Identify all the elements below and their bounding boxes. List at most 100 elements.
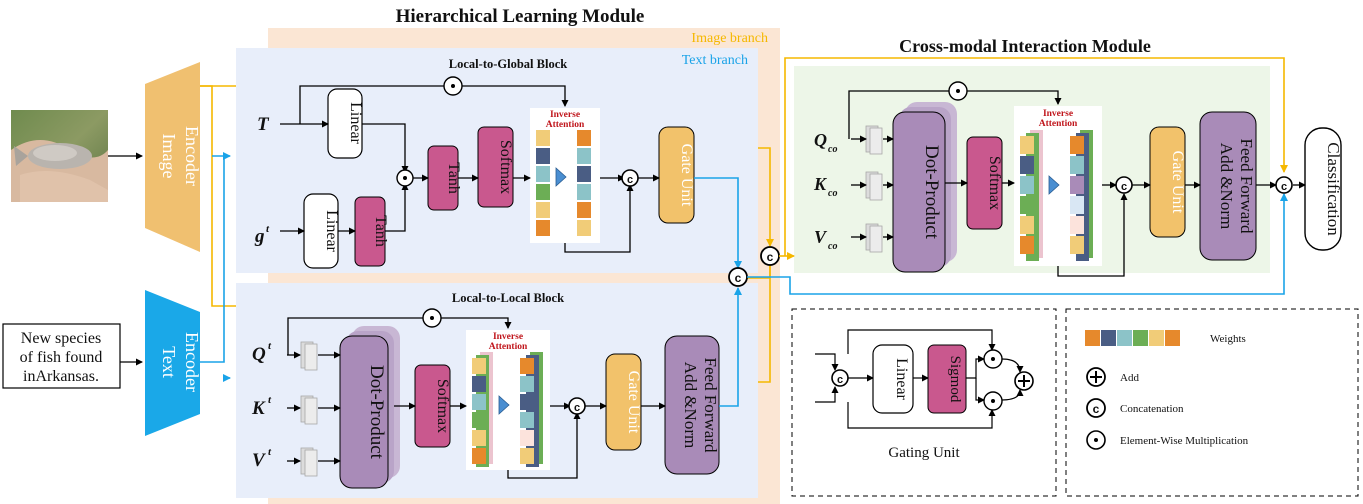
svg-text:Softmax: Softmax xyxy=(986,156,1003,210)
svg-text:Attention: Attention xyxy=(1039,119,1078,129)
dot-product-l2l: Dot-Product xyxy=(339,326,400,489)
svg-text:Inverse: Inverse xyxy=(493,332,523,342)
svg-text:Softmax: Softmax xyxy=(434,379,451,433)
cross-modal-title: Cross-modal Interaction Module xyxy=(899,36,1151,56)
symbol-K-t: K t xyxy=(251,394,272,419)
projection-boxes-co xyxy=(865,125,883,253)
symbol-Q-co: Q co xyxy=(814,130,837,155)
svg-text:K: K xyxy=(251,398,266,419)
svg-text:Add &Norm: Add &Norm xyxy=(1217,143,1236,229)
softmax-box-co: Softmax xyxy=(966,136,1003,230)
svg-text:K: K xyxy=(813,174,828,194)
concat-node-l2g: c xyxy=(621,169,639,187)
hierarchical-title: Hierarchical Learning Module xyxy=(396,6,645,27)
concat-node-l2l: c xyxy=(568,397,586,415)
svg-text:c: c xyxy=(1121,181,1127,193)
legend-concat-icon: c xyxy=(1086,398,1106,418)
add-norm-l2l: Add &Norm Feed Forward xyxy=(664,335,720,475)
svg-text:Q: Q xyxy=(252,344,266,365)
svg-text:Attention: Attention xyxy=(489,342,528,352)
svg-text:Image: Image xyxy=(159,134,179,179)
local-to-global-arrows xyxy=(280,85,660,253)
text-branch-label: Text branch xyxy=(682,53,748,68)
svg-text:Feed Forward: Feed Forward xyxy=(701,358,720,453)
gate-unit-co: Gate Unit xyxy=(1149,126,1186,238)
svg-text:c: c xyxy=(767,250,774,264)
symbol-V-co: V co xyxy=(814,227,837,252)
svg-text:Dot-Product: Dot-Product xyxy=(921,145,942,240)
legend-weights-swatches xyxy=(1085,330,1180,346)
stacked-weights-co-right xyxy=(1070,130,1093,261)
inverse-attention-l2l: Inverse Attention xyxy=(466,330,550,470)
svg-text:Dot-Product: Dot-Product xyxy=(366,365,387,460)
tanh-box-top: Tanh xyxy=(427,145,462,211)
legend: Weights Add c Concatenation Element-Wise… xyxy=(1065,308,1359,497)
svg-text:co: co xyxy=(828,144,837,155)
svg-text:Gating Unit: Gating Unit xyxy=(888,445,960,461)
gating-unit-detail: c Linear Sigmod Gating Unit xyxy=(791,308,1057,497)
svg-text:co: co xyxy=(828,188,837,199)
gate-unit-l2l: Gate Unit xyxy=(605,353,642,451)
svg-text:of fish found: of fish found xyxy=(20,349,103,366)
concat-node-center-upper: c xyxy=(760,246,780,266)
svg-text:Gate Unit: Gate Unit xyxy=(678,144,695,207)
svg-text:Linear: Linear xyxy=(347,102,364,144)
inverse-attention-co: Inverse Attention xyxy=(1014,106,1102,266)
cross-modal-input-lines xyxy=(747,57,1288,295)
svg-text:Classification: Classification xyxy=(1324,142,1343,236)
svg-text:Text: Text xyxy=(159,346,179,378)
svg-text:t: t xyxy=(268,394,272,406)
legend-concat-label: Concatenation xyxy=(1120,403,1184,415)
elementwise-node-l2l xyxy=(422,308,442,328)
svg-text:c: c xyxy=(574,402,580,414)
image-encoder: Image Encoder xyxy=(145,62,202,252)
svg-text:Sigmod: Sigmod xyxy=(947,356,963,403)
symbol-K-co: K co xyxy=(813,174,837,199)
local-to-local-title: Local-to-Local Block xyxy=(452,291,564,305)
fish-photo xyxy=(11,110,108,202)
svg-text:Encoder: Encoder xyxy=(182,332,202,392)
text-encoder: Text Encoder xyxy=(145,290,202,436)
concat-node-center-lower: c xyxy=(728,267,748,287)
svg-text:Tanh: Tanh xyxy=(445,162,462,194)
text-input-box: New species of fish found inArkansas. xyxy=(2,323,121,389)
text-encoder-output-lines xyxy=(200,152,231,382)
svg-text:Inverse: Inverse xyxy=(550,110,580,120)
gate-unit-top: Gate Unit xyxy=(658,126,695,224)
svg-text:Gate Unit: Gate Unit xyxy=(625,371,642,434)
symbol-V-t: V t xyxy=(252,446,272,471)
legend-weights-label: Weights xyxy=(1210,333,1246,345)
svg-text:Softmax: Softmax xyxy=(497,140,514,194)
local-to-local-arrows xyxy=(287,317,666,479)
svg-text:c: c xyxy=(1093,402,1100,416)
branch-merge-lines xyxy=(694,147,774,407)
svg-text:Encoder: Encoder xyxy=(182,126,202,186)
symbol-T: T xyxy=(257,114,270,135)
svg-text:Linear: Linear xyxy=(323,210,340,252)
legend-elementwise-icon xyxy=(1086,430,1106,450)
linear-box-top: Linear xyxy=(327,88,364,159)
stacked-weights-right xyxy=(520,352,543,467)
linear-box-bottom: Linear xyxy=(303,193,340,269)
svg-text:c: c xyxy=(627,174,633,186)
svg-text:t: t xyxy=(266,223,270,235)
svg-text:g: g xyxy=(254,226,265,247)
softmax-box-l2l: Softmax xyxy=(414,364,451,448)
legend-elementwise-label: Element-Wise Multiplication xyxy=(1120,435,1249,447)
concat-node-co: c xyxy=(1115,176,1133,194)
svg-text:New species: New species xyxy=(21,330,101,347)
add-norm-co: Add &Norm Feed Forward xyxy=(1199,111,1257,261)
concat-node-final: c xyxy=(1275,176,1293,194)
image-encoder-output-lines xyxy=(200,85,236,307)
svg-text:Add &Norm: Add &Norm xyxy=(681,362,700,448)
softmax-box-top: Softmax xyxy=(477,126,514,208)
elementwise-node-l2g-mid xyxy=(396,169,414,187)
svg-text:t: t xyxy=(268,446,272,458)
classification-box: Classification xyxy=(1304,127,1343,251)
svg-text:c: c xyxy=(1281,181,1287,193)
stacked-weights-left xyxy=(472,352,493,467)
svg-text:Feed Forward: Feed Forward xyxy=(1237,139,1256,234)
symbol-Q-t: Q t xyxy=(252,340,272,365)
legend-add-label: Add xyxy=(1120,372,1139,384)
